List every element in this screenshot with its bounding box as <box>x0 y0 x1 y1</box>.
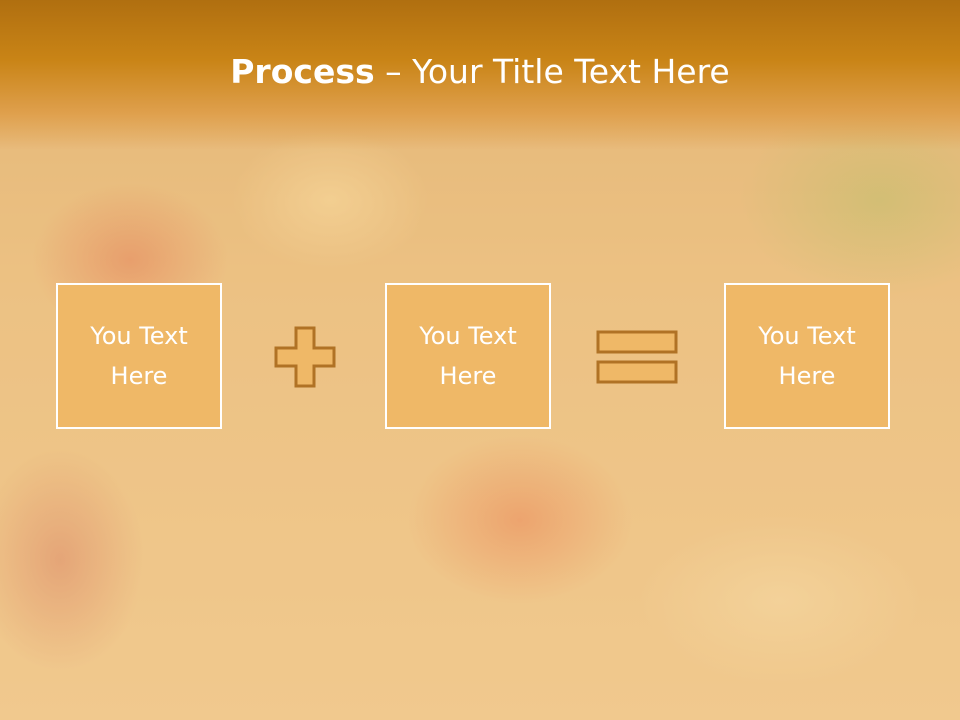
plus-icon <box>274 326 336 388</box>
equals-icon <box>596 330 678 384</box>
process-box-2[interactable]: You Text Here <box>385 283 551 429</box>
process-box-3[interactable]: You Text Here <box>724 283 890 429</box>
process-box-line1: You Text <box>90 322 188 350</box>
slide-title: Process – Your Title Text Here <box>0 52 960 91</box>
process-box-line1: You Text <box>419 322 517 350</box>
process-box-line2: Here <box>439 362 497 390</box>
process-box-line2: Here <box>110 362 168 390</box>
title-bar <box>0 0 960 150</box>
process-box-line1: You Text <box>758 322 856 350</box>
process-box-text: You Text Here <box>408 316 528 396</box>
process-box-text: You Text Here <box>79 316 199 396</box>
process-box-1[interactable]: You Text Here <box>56 283 222 429</box>
title-text: – Your Title Text Here <box>374 52 730 91</box>
process-box-text: You Text Here <box>747 316 867 396</box>
title-bold: Process <box>230 52 375 91</box>
process-box-line2: Here <box>778 362 836 390</box>
